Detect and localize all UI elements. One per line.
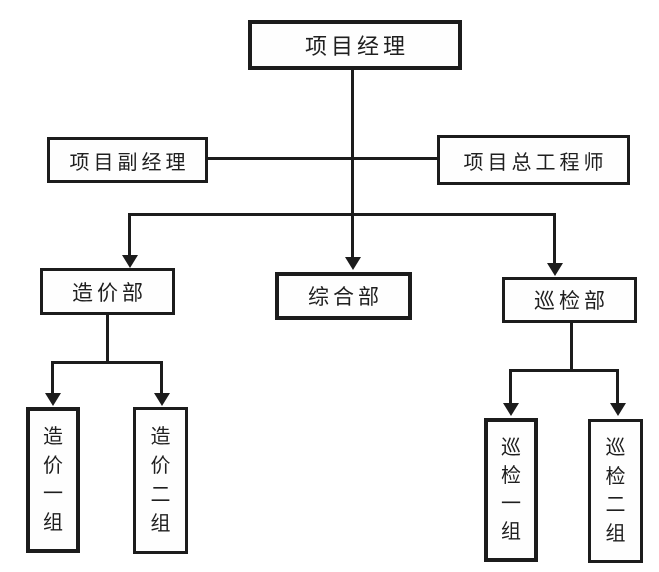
node-inspection-group-2: 巡检二组 xyxy=(588,419,643,563)
connector-drop-inspection-group2 xyxy=(616,369,619,404)
connector-drop-cost-group1 xyxy=(51,361,54,394)
node-cost-dept-label: 造价部 xyxy=(72,281,147,305)
node-project-manager-label: 项目经理 xyxy=(304,34,409,59)
node-cost-group-2: 造价二组 xyxy=(133,407,188,554)
node-cost-dept: 造价部 xyxy=(40,268,175,315)
connector-level2 xyxy=(206,157,439,160)
connector-drop-inspection-dept xyxy=(553,213,556,264)
node-chief-engineer-label: 项目总工程师 xyxy=(463,151,608,174)
connector-drop-inspection-group1 xyxy=(509,369,512,404)
connector-cost-groups-bar xyxy=(51,361,163,364)
node-chief-engineer: 项目总工程师 xyxy=(437,135,630,185)
arrowhead-inspection-dept xyxy=(547,263,563,276)
node-project-manager: 项目经理 xyxy=(248,20,462,70)
node-cost-group-1: 造价一组 xyxy=(26,407,80,553)
connector-drop-cost-dept xyxy=(128,213,131,256)
connector-trunk xyxy=(351,68,354,258)
node-inspection-dept-label: 巡检部 xyxy=(534,290,609,313)
arrowhead-cost-group1 xyxy=(45,393,61,406)
connector-inspection-dept-stem xyxy=(570,323,573,372)
node-deputy-project-manager: 项目副经理 xyxy=(47,137,208,183)
arrowhead-cost-group2 xyxy=(154,393,170,406)
arrowhead-inspection-group2 xyxy=(610,403,626,416)
connector-distribution xyxy=(128,213,556,216)
node-general-dept-label: 综合部 xyxy=(308,286,383,309)
connector-inspection-groups-bar xyxy=(509,369,619,372)
node-inspection-dept: 巡检部 xyxy=(502,277,637,323)
arrowhead-cost-dept xyxy=(122,255,138,268)
node-inspection-group-1: 巡检一组 xyxy=(484,418,538,562)
arrowhead-general-dept xyxy=(345,257,361,270)
arrowhead-inspection-group1 xyxy=(503,403,519,416)
connector-cost-dept-stem xyxy=(106,315,109,364)
connector-drop-cost-group2 xyxy=(160,361,163,394)
node-deputy-project-manager-label: 项目副经理 xyxy=(69,151,190,174)
node-general-dept: 综合部 xyxy=(275,272,412,320)
